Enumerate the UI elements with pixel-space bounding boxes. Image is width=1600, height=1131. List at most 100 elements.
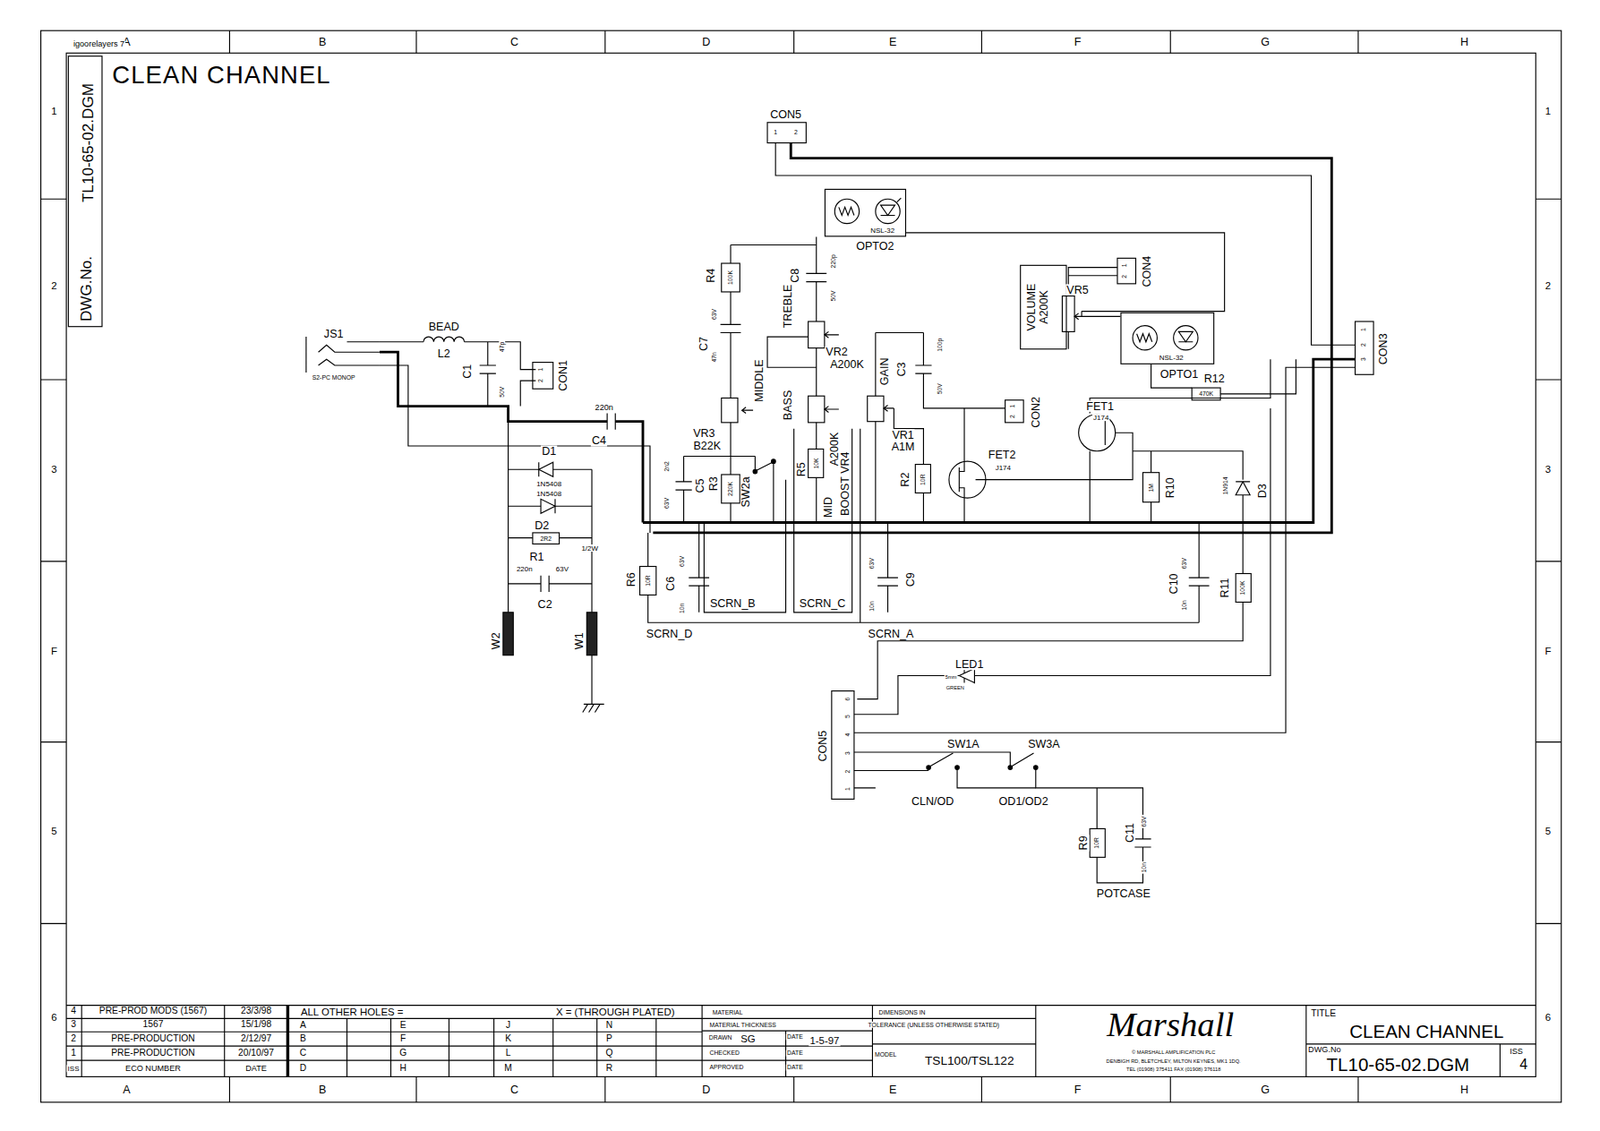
schematic-label: R1 bbox=[528, 551, 545, 564]
schematic-label: D3 bbox=[1257, 482, 1269, 499]
title-block-text: CHECKED bbox=[708, 1050, 741, 1057]
schematic-label: C4 bbox=[590, 435, 608, 447]
grid-reference: C bbox=[509, 35, 520, 48]
schematic-label: R6 bbox=[625, 571, 638, 588]
title-block-text: C bbox=[299, 1048, 309, 1058]
title-block-text: DWG.No bbox=[1307, 1045, 1343, 1054]
title-block-text: M bbox=[503, 1063, 514, 1073]
schematic-label: 3 bbox=[1360, 356, 1367, 362]
title-block-text: ISS bbox=[1508, 1047, 1524, 1056]
schematic-label: 63V bbox=[868, 556, 875, 570]
schematic-label: VR5 bbox=[1065, 283, 1090, 296]
title-block-text: L bbox=[504, 1048, 513, 1058]
schematic-label: CON2 bbox=[1030, 395, 1043, 429]
schematic-label: 6 bbox=[845, 696, 852, 702]
schematic-label: 2 bbox=[793, 129, 799, 137]
schematic-label: C1 bbox=[462, 363, 474, 380]
schematic-label: 10R bbox=[644, 573, 651, 588]
title-block-text: MATERIAL bbox=[711, 1009, 745, 1016]
title-block-text: 1567 bbox=[141, 1019, 164, 1029]
title-block-text: CLEAN CHANNEL bbox=[1348, 1022, 1505, 1042]
schematic-label: 1 bbox=[1009, 403, 1016, 410]
schematic-label: CON5 bbox=[816, 729, 829, 763]
schematic-label: SW3A bbox=[1026, 738, 1061, 751]
schematic-label: 10K bbox=[812, 456, 820, 470]
schematic-label: 63V bbox=[1181, 556, 1189, 570]
schematic-label: SW2a bbox=[740, 475, 753, 508]
company-logo: Marshall bbox=[1105, 1007, 1235, 1043]
schematic-label: 1N5408 bbox=[535, 479, 563, 488]
grid-reference: E bbox=[888, 1084, 899, 1096]
schematic-label: 2 bbox=[1009, 413, 1016, 420]
schematic-label: 63V bbox=[710, 308, 718, 321]
schematic-label: 3 bbox=[845, 750, 852, 756]
schematic-label: BASS bbox=[782, 389, 795, 422]
title-block-text: 15/1/98 bbox=[239, 1019, 274, 1029]
schematic-label: A200K bbox=[1038, 289, 1051, 326]
schematic-label: C2 bbox=[536, 598, 553, 610]
title-block-text: PRE-PROD MODS (1567) bbox=[98, 1006, 209, 1016]
schematic-label: CON1 bbox=[557, 359, 570, 393]
schematic-label: 50V bbox=[498, 385, 505, 398]
title-block-text: PRE-PRODUCTION bbox=[110, 1048, 197, 1058]
schematic-label: CON5 bbox=[769, 108, 803, 120]
schematic-label: 1/2W bbox=[580, 544, 599, 552]
schematic-label: FET2 bbox=[987, 449, 1018, 462]
schematic-label: 50V bbox=[936, 382, 943, 395]
title-block-text: TEL (01908) 375411 FAX (01908) 376118 bbox=[1125, 1067, 1223, 1073]
title-block-text: F bbox=[399, 1034, 408, 1044]
title-block-text: 4 bbox=[1518, 1057, 1529, 1072]
schematic-label: R5 bbox=[795, 461, 807, 478]
title-block-text: X = (THROUGH PLATED) bbox=[555, 1007, 676, 1018]
schematic-label: 5mm bbox=[944, 675, 959, 681]
schematic-label: VR3 bbox=[692, 427, 717, 440]
schematic-label: 2 bbox=[1360, 342, 1367, 348]
schematic-label: R11 bbox=[1218, 576, 1231, 599]
schematic-label: C8 bbox=[789, 267, 802, 284]
title-block-text: E bbox=[399, 1020, 408, 1030]
schematic-label: GREEN bbox=[944, 684, 966, 691]
optocoupler-box: NSL-32OPTO1 bbox=[1120, 312, 1215, 365]
grid-reference: 3 bbox=[1544, 464, 1553, 475]
grid-reference: F bbox=[50, 645, 59, 656]
title-block-text: G bbox=[398, 1048, 408, 1058]
grid-reference: F bbox=[1073, 35, 1083, 48]
schematic-label: R4 bbox=[705, 267, 718, 284]
grid-reference: A bbox=[121, 1084, 132, 1096]
grid-reference: 6 bbox=[50, 1012, 59, 1023]
schematic-label: SCRN_B bbox=[709, 597, 757, 609]
schematic-label: 5 bbox=[845, 713, 852, 719]
schematic-label: MIDDLE bbox=[753, 358, 766, 403]
schematic-label: 10n bbox=[1181, 598, 1189, 612]
schematic-label: J174 bbox=[1092, 413, 1111, 421]
schematic-label: 1N5408 bbox=[535, 490, 563, 498]
title-block-text: A bbox=[299, 1020, 308, 1030]
schematic-label: VOLUME bbox=[1026, 282, 1038, 332]
title-block-text: 23/3/98 bbox=[239, 1006, 274, 1016]
schematic-label: GAIN bbox=[879, 356, 891, 386]
title-block-text: PRE-PRODUCTION bbox=[110, 1034, 197, 1044]
schematic-label: POTCASE bbox=[1095, 888, 1152, 900]
title-block-text: TSL100/TSL122 bbox=[924, 1053, 1016, 1067]
schematic-label: R12 bbox=[1203, 373, 1226, 386]
schematic-label: VR2 bbox=[824, 346, 849, 359]
schematic-label: 2R2 bbox=[539, 535, 553, 542]
title-block-text: DATE bbox=[786, 1050, 805, 1057]
grid-reference: 1 bbox=[1544, 106, 1553, 117]
schematic-label: R3 bbox=[707, 475, 719, 492]
grid-reference: 5 bbox=[1544, 826, 1553, 837]
title-block-text: R bbox=[605, 1063, 615, 1073]
schematic-label: A1M bbox=[890, 441, 916, 454]
grid-reference: D bbox=[701, 1084, 711, 1096]
title-block-text: 3 bbox=[69, 1019, 78, 1029]
grid-reference: D bbox=[701, 35, 711, 48]
schematic-label: C11 bbox=[1123, 821, 1136, 844]
drawing-title: CLEAN CHANNEL bbox=[111, 63, 331, 88]
schematic-label: CON4 bbox=[1141, 255, 1154, 289]
schematic-label: S2-PC MONOP bbox=[311, 374, 357, 381]
schematic-label: 63V bbox=[678, 555, 685, 568]
schematic-label: igoorelayers 7 bbox=[72, 41, 127, 50]
part-name: OPTO2 bbox=[855, 240, 894, 253]
schematic-label: C5 bbox=[694, 477, 707, 494]
